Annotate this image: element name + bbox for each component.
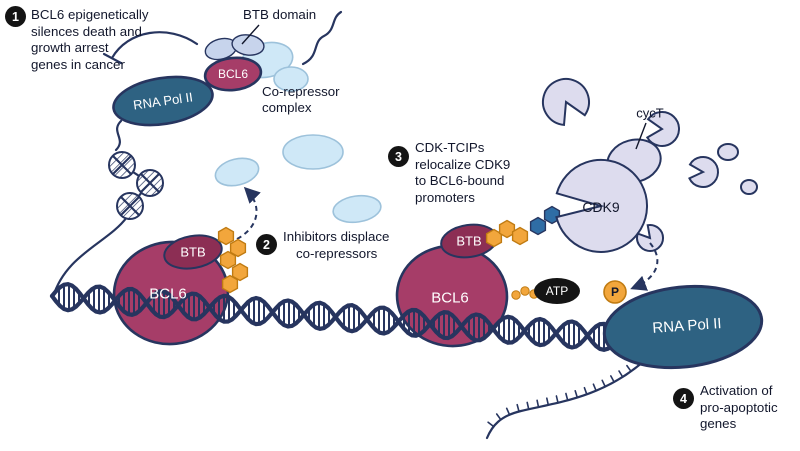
- atp-label: ATP: [545, 284, 569, 298]
- step1-line: growth arrest: [31, 40, 109, 55]
- step4-line: genes: [700, 416, 737, 431]
- cyct-pointer: [635, 122, 647, 150]
- step3-line: to BCL6-bound: [415, 173, 505, 188]
- step4-line: Activation of: [700, 383, 773, 398]
- step3-badge: 3: [388, 146, 409, 167]
- btb-ellipse-left: [163, 234, 223, 270]
- step1-line: genes in cancer: [31, 56, 125, 72]
- atp-dot: [511, 290, 521, 300]
- step3-line: CDK-TCIPs: [415, 140, 485, 155]
- step2-line: co-repressors: [296, 245, 378, 261]
- transcription-output: [485, 284, 764, 440]
- cdk9-label: CDK9: [582, 199, 620, 215]
- cdk9-blob: [555, 159, 648, 253]
- nucleosome: [136, 169, 164, 197]
- inhibition-arrow: [110, 31, 199, 60]
- step4-line: pro-apoptotic: [700, 399, 778, 415]
- nucleosome: [108, 151, 136, 179]
- inhibition-bar: [102, 52, 123, 65]
- cyct-label: cycT: [636, 105, 664, 121]
- bcl6-small-shape: [203, 56, 263, 92]
- rna-transcript: [485, 358, 647, 440]
- cofactor-small: [717, 143, 739, 161]
- cofactor-crescents: [541, 77, 719, 252]
- corepressor-label-line: complex: [262, 100, 312, 115]
- phosphate-label: P: [610, 285, 620, 299]
- rna-pol2-left-shape: [112, 75, 214, 127]
- step4-text: Activation of pro-apoptotic genes: [700, 383, 778, 433]
- phosphorylation: [511, 242, 659, 304]
- chromatin-to-dna: [51, 215, 129, 299]
- corepressor-ellipse: [214, 157, 260, 187]
- btb-domain-pointer: [241, 24, 260, 45]
- chromatin-squiggle: [114, 119, 123, 152]
- phosphorylation-arrow: [630, 242, 659, 291]
- bcl6-small-label: BCL6: [217, 67, 249, 81]
- step3-line: relocalize CDK9: [415, 156, 511, 172]
- displaced-corepressors: [214, 134, 382, 240]
- rna-transcript-ticks: [487, 358, 640, 428]
- atp-shape: [534, 278, 580, 304]
- phosphate-shape: [603, 280, 627, 304]
- step2-line: Inhibitors displace: [283, 229, 390, 244]
- dna-squiggle-top: [301, 10, 343, 66]
- step2-text: Inhibitors displace co-repressors: [283, 229, 389, 262]
- tcip-hexagon-chain: [217, 205, 561, 294]
- btb-middle-label: BTB: [456, 233, 482, 249]
- step1-badge: 1: [5, 6, 26, 27]
- displacement-arrow: [236, 186, 261, 240]
- step1-line: BCL6 epigenetically: [31, 7, 149, 22]
- btb-domain-label: BTB domain: [243, 7, 317, 22]
- nucleosome: [116, 192, 144, 220]
- corepressor-ellipse: [273, 66, 309, 92]
- atp-dot: [520, 286, 530, 296]
- step1-text: BCL6 epigenetically silences death and g…: [31, 7, 149, 73]
- corepressor-ellipse: [332, 194, 382, 224]
- step3-line: promoters: [415, 189, 475, 205]
- step4-badge: 4: [673, 388, 694, 409]
- corepressor-ellipse: [282, 134, 344, 170]
- step1-line: silences death and: [31, 23, 142, 39]
- cofactor-small: [740, 179, 758, 195]
- rna-pol2-right-shape: [602, 284, 764, 370]
- corepressor-label-line: Co-repressor: [262, 84, 340, 99]
- cdk9-complex: [541, 77, 758, 253]
- step2-badge: 2: [256, 234, 277, 255]
- btb-left-label: BTB: [180, 244, 206, 260]
- condensed-chromatin: [51, 119, 164, 299]
- bcl6-middle-label: BCL6: [431, 289, 469, 307]
- corepressor-label: Co-repressor complex: [262, 84, 340, 116]
- step3-text: CDK-TCIPs relocalize CDK9 to BCL6-bound …: [415, 140, 510, 206]
- repression-complex: [102, 10, 343, 127]
- bcl6-left-label: BCL6: [149, 285, 187, 303]
